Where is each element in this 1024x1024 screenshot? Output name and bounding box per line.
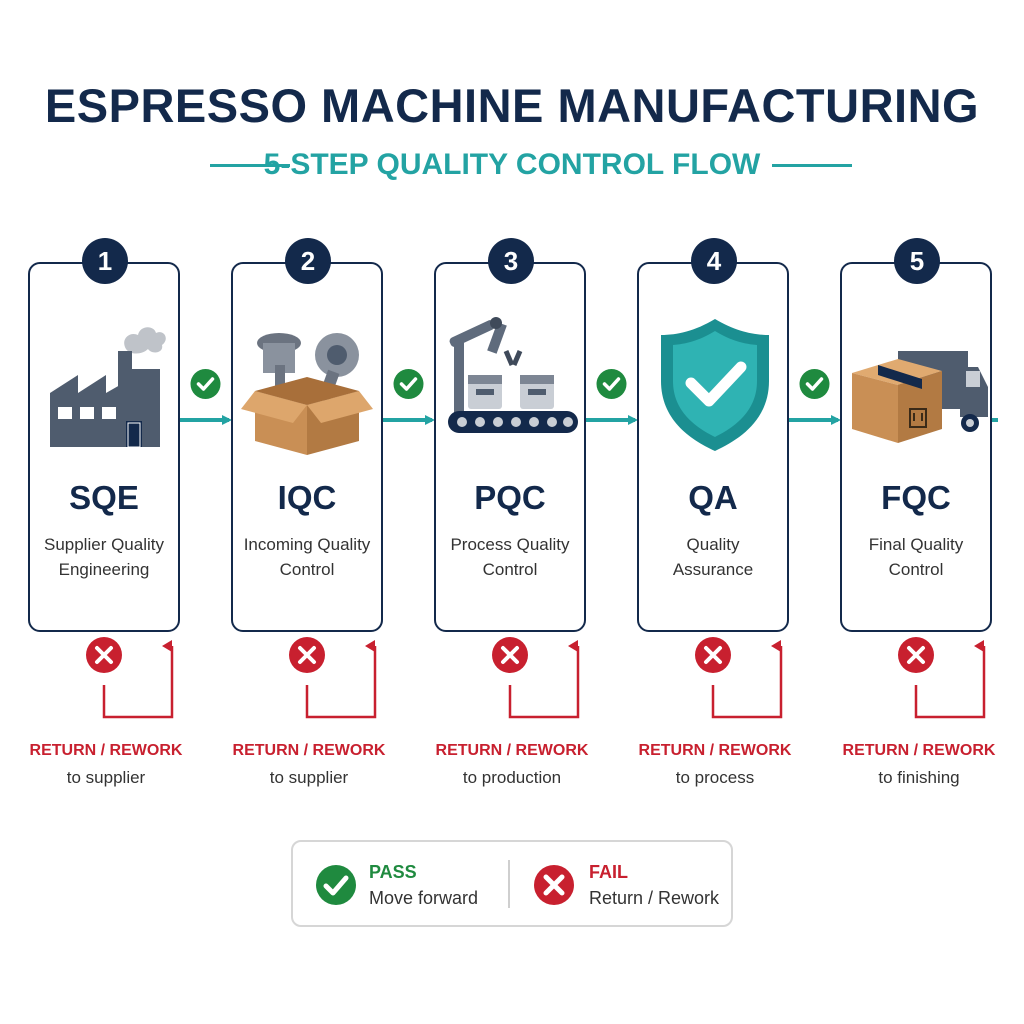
rework-return-arrow (711, 640, 783, 719)
step-full-line: Supplier Quality (43, 535, 164, 554)
shield-check-icon (639, 309, 787, 459)
fail-x-mark (704, 646, 722, 664)
fail-x-mark (95, 646, 113, 664)
return-destination: to finishing (878, 768, 960, 787)
rework-return-arrow (305, 640, 377, 719)
step-full-line: Assurance (672, 560, 754, 579)
return-destination: to supplier (269, 768, 349, 787)
legend: PASS Move forward FAIL Return / Rework (291, 840, 733, 927)
return-destination: to process (675, 768, 755, 787)
step-card-fqc: FQC Final Quality Control (840, 262, 992, 632)
legend-fail-text: Return / Rework (589, 888, 720, 908)
pass-check-mark (805, 377, 824, 391)
pass-check-icon (190, 369, 221, 399)
return-destination: to supplier (66, 768, 146, 787)
step-number-badge: 2 (285, 238, 331, 284)
fail-x-mark (298, 646, 316, 664)
step-full-name: Process Quality Control (436, 532, 584, 582)
step-abbr: FQC (881, 479, 951, 516)
step-full-line: Control (482, 560, 538, 579)
step-full-line: Incoming Quality (243, 535, 371, 554)
step-full-line: Control (888, 560, 944, 579)
step-full-line: Engineering (58, 560, 150, 579)
return-rework-label: RETURN / REWORK (232, 742, 386, 759)
legend-pass-title: PASS (369, 862, 417, 882)
pass-check-icon (596, 369, 627, 399)
rework-return-arrow (102, 640, 174, 719)
rework-return-arrow (508, 640, 580, 719)
fail-x-mark (501, 646, 519, 664)
subtitle-row: 5-STEP QUALITY CONTROL FLOW (0, 145, 1024, 185)
parts-box-icon (233, 309, 381, 459)
step-full-name: Final Quality Control (842, 532, 990, 582)
step-full-line: Quality (686, 535, 740, 554)
return-rework-label: RETURN / REWORK (29, 742, 183, 759)
step-number-badge: 1 (82, 238, 128, 284)
step-full-line: Final Quality (868, 535, 964, 554)
step-card-sqe: SQE Supplier Quality Engineering (28, 262, 180, 632)
step-full-name: Quality Assurance (639, 532, 787, 582)
pass-check-icon (316, 865, 356, 905)
page-subtitle: 5-STEP QUALITY CONTROL FLOW (263, 148, 761, 181)
step-full-line: Control (279, 560, 335, 579)
legend-pass-text: Move forward (369, 888, 479, 908)
step-card-pqc: PQC Process Quality Control (434, 262, 586, 632)
pass-check-mark (399, 377, 418, 391)
step-full-name: Supplier Quality Engineering (30, 532, 178, 582)
step-abbr: PQC (474, 479, 546, 516)
package-truck-icon (842, 309, 990, 459)
return-destination: to production (462, 768, 562, 787)
fail-x-icon (534, 865, 574, 905)
pass-check-icon (393, 369, 424, 399)
factory-icon (30, 309, 178, 459)
step-card-qa: QA Quality Assurance (637, 262, 789, 632)
pass-check-mark (602, 377, 621, 391)
pass-check-icon (799, 369, 830, 399)
subtitle-right-rule (772, 164, 852, 167)
return-rework-label: RETURN / REWORK (842, 742, 996, 759)
legend-divider (508, 860, 510, 908)
step-full-name: Incoming Quality Control (233, 532, 381, 582)
pass-check-mark (196, 377, 215, 391)
return-rework-label: RETURN / REWORK (638, 742, 792, 759)
step-full-line: Process Quality (450, 535, 570, 554)
step-number-badge: 5 (894, 238, 940, 284)
subtitle-left-rule (210, 164, 290, 167)
step-abbr: SQE (69, 479, 139, 516)
step-card-iqc: IQC Incoming Quality Control (231, 262, 383, 632)
robot-arm-conveyor-icon (436, 309, 584, 459)
step-number-badge: 3 (488, 238, 534, 284)
fail-x-mark (907, 646, 925, 664)
page-title: ESPRESSO MACHINE MANUFACTURING (44, 79, 980, 132)
return-rework-label: RETURN / REWORK (435, 742, 589, 759)
rework-return-arrow (914, 640, 986, 719)
step-abbr: QA (688, 479, 738, 516)
legend-fail-title: FAIL (589, 862, 628, 882)
step-abbr: IQC (277, 479, 337, 516)
step-number-badge: 4 (691, 238, 737, 284)
